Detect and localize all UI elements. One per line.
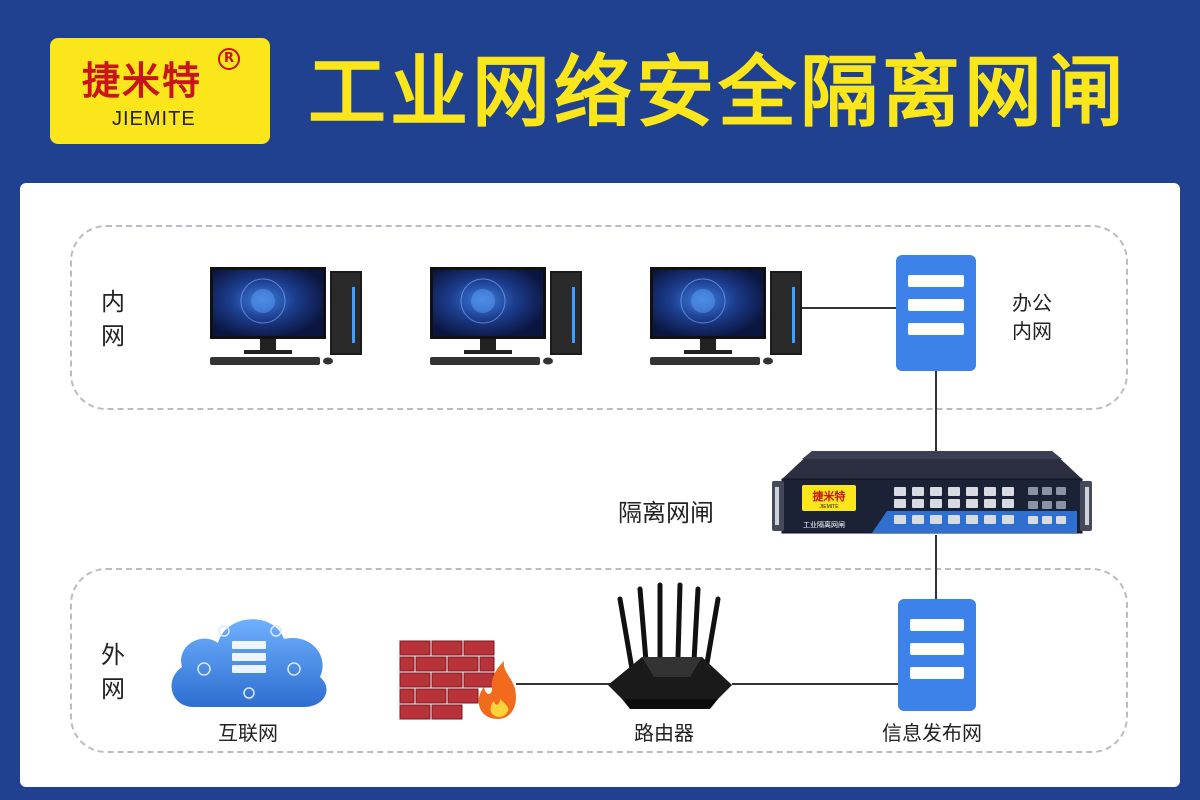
firewall-icon [398,639,520,721]
pc3-to-server-line [802,307,898,309]
isolation-gateway-device-icon: 捷米特 JIEMITE 工业隔离网闸 [772,451,1092,541]
office-network-label: 办公 内网 [1012,291,1052,343]
outer-network-zone [70,568,1128,753]
outer-zone-label: 外 网 [101,641,125,703]
inner-network-zone [70,225,1128,410]
diagram-panel: 内 网 外 网 [20,183,1180,787]
gateway-label: 隔离网闸 [618,499,714,527]
inner-zone-label: 内 网 [101,288,125,350]
logo-english-text: JIEMITE [112,108,196,130]
router-icon [598,581,738,715]
logo-chinese-text: 捷米特 [82,59,203,103]
computer-icon [648,267,808,369]
computer-icon [428,267,588,369]
computer-icon [208,267,368,369]
internet-cloud-icon [164,607,334,711]
registered-mark-icon: R [218,48,240,70]
office-server-icon [896,255,976,371]
info-publish-server-icon [898,599,976,711]
brand-logo: 捷米特 R JIEMITE [50,38,270,144]
router-to-server-line [732,683,900,685]
device-logo-en-text: JIEMITE [819,504,839,510]
firewall-to-router-line [516,683,612,685]
router-label: 路由器 [634,721,694,745]
info-publish-network-label: 信息发布网 [882,721,982,745]
inner-server-to-gateway-line [935,370,937,470]
page-title: 工业网络安全隔离网闸 [308,48,1129,138]
device-model-text: 工业隔离网闸 [803,520,845,529]
gateway-to-outer-server-line [935,535,937,601]
internet-label: 互联网 [218,721,278,745]
device-logo-text: 捷米特 [813,489,846,503]
